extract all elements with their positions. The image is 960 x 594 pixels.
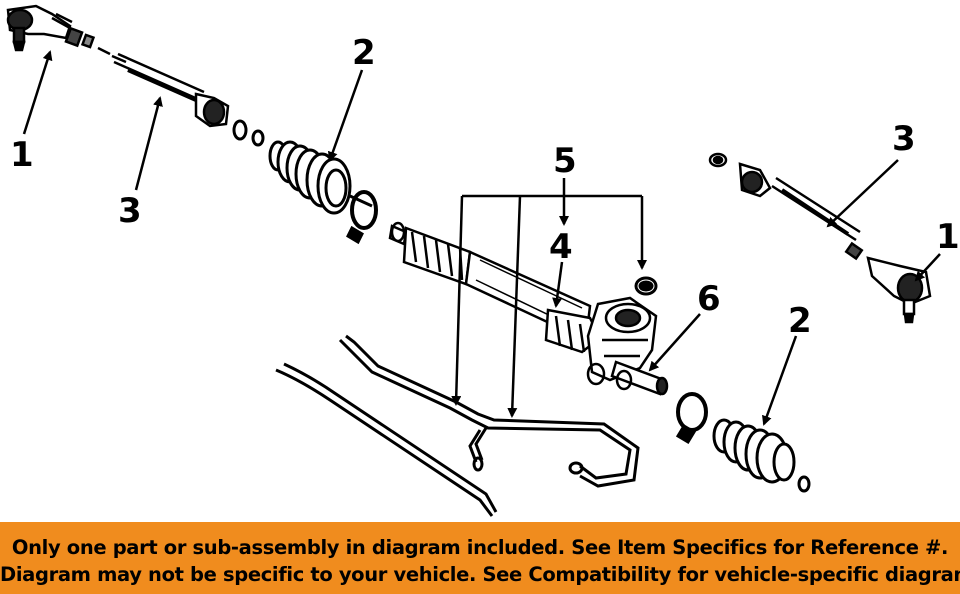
leader-1-left: [22, 50, 53, 135]
disclaimer-line-1: Only one part or sub-assembly in diagram…: [11, 536, 949, 559]
leader-5-mid-drop: [507, 195, 522, 418]
hose-seal-ring: [634, 276, 658, 296]
callout-3-right: 3: [892, 119, 916, 159]
callout-4: 4: [549, 227, 573, 267]
leader-4: [552, 261, 564, 308]
callout-2-left: 2: [352, 33, 376, 73]
callout-1-left: 1: [10, 135, 34, 175]
leader-3-right: [826, 159, 899, 228]
leader-1-right: [914, 253, 941, 282]
leader-2-right: [762, 335, 798, 426]
callout-6: 6: [697, 279, 721, 319]
leader-6: [648, 313, 701, 372]
right-inner-tie-rod: [708, 152, 864, 261]
right-bellows-boot: [675, 392, 811, 493]
left-inner-tie-rod: [97, 46, 265, 147]
leader-5-left-drop: [451, 195, 464, 406]
callout-1-right: 1: [936, 217, 960, 257]
callout-3-left: 3: [118, 191, 142, 231]
pinion-valve-body: [586, 296, 669, 396]
disclaimer-banner: Only one part or sub-assembly in diagram…: [0, 522, 960, 594]
steering-rack-diagram: 1 3 2 5 4 6 3 1 2: [6, 4, 960, 517]
leader-lines: [22, 50, 941, 426]
hydraulic-lines: [275, 334, 640, 517]
right-tie-rod-end: [866, 256, 932, 324]
callout-5: 5: [553, 141, 577, 181]
callout-2-right: 2: [788, 301, 812, 341]
leader-2-left: [327, 69, 364, 162]
disclaimer-line-2: Diagram may not be specific to your vehi…: [0, 563, 960, 586]
rack-housing: [388, 221, 602, 354]
leader-3-left: [134, 96, 163, 191]
left-bellows-boot: [268, 140, 378, 245]
left-tie-rod-end: [6, 4, 96, 52]
